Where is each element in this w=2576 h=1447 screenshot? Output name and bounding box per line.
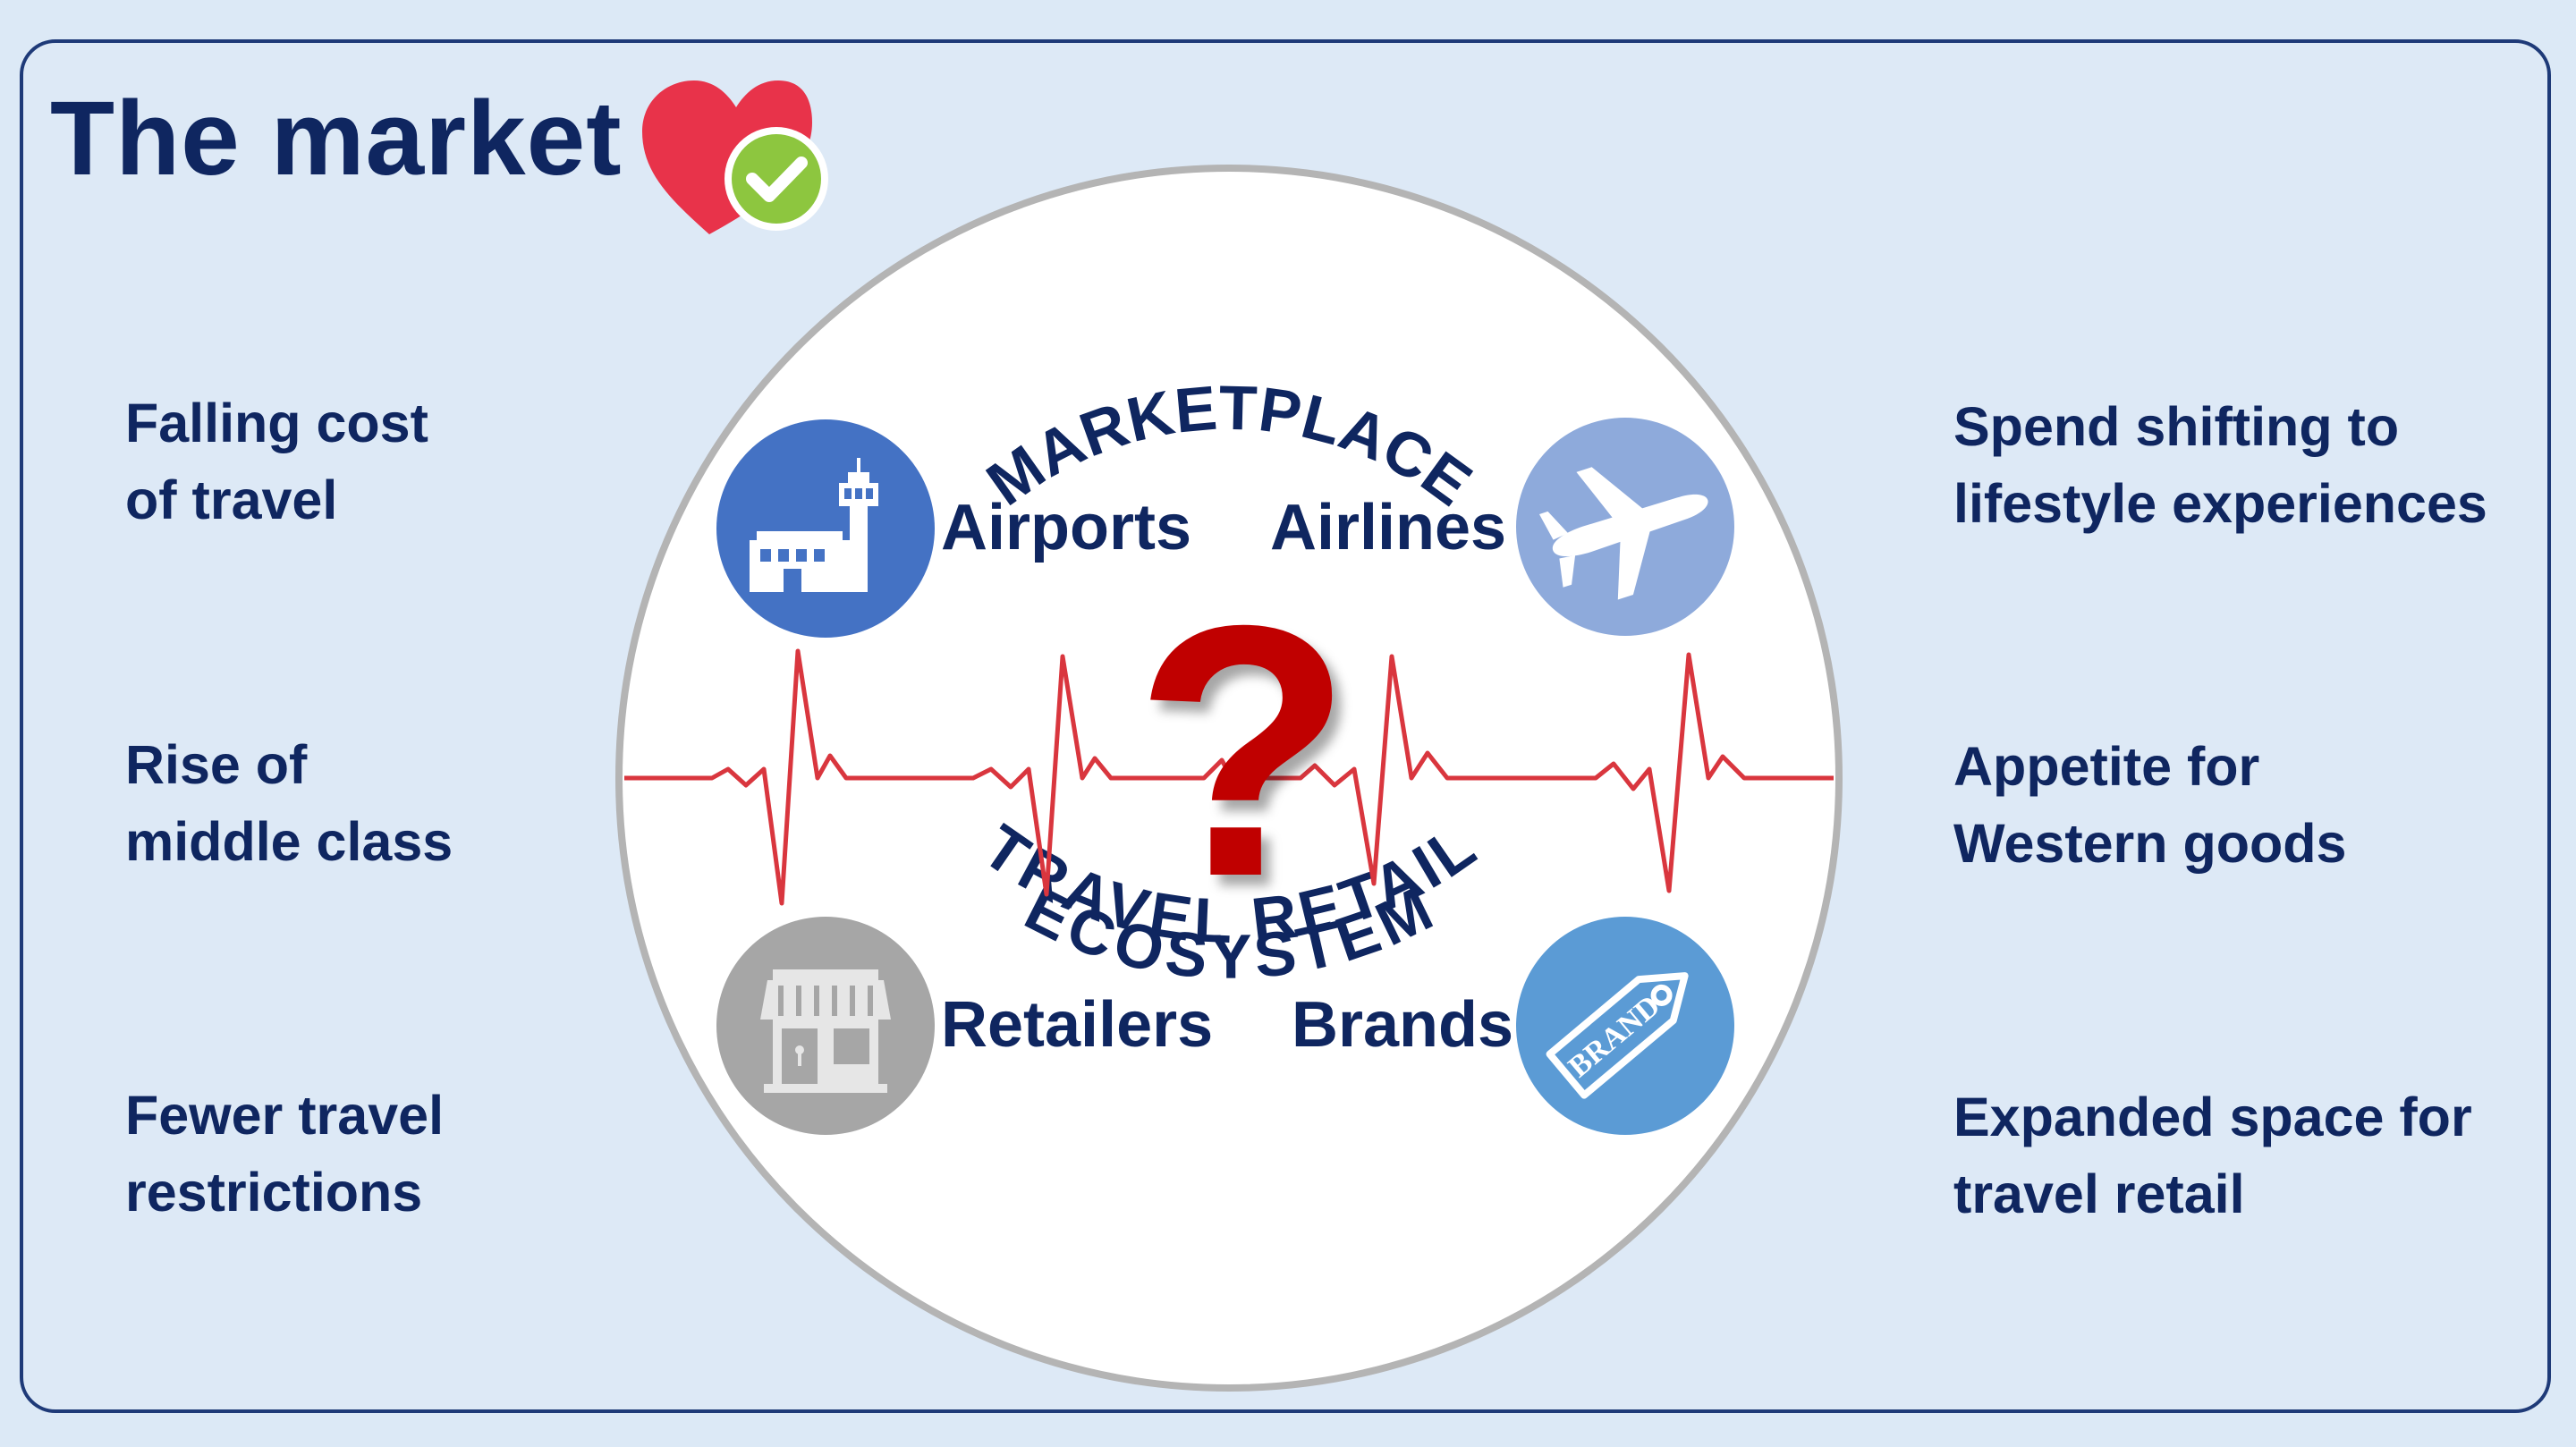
question-mark-symbol: ? — [1133, 551, 1353, 951]
arrow-left-icon — [1844, 368, 1943, 503]
airport-tower-icon — [716, 419, 935, 638]
heart-check-icon — [642, 80, 828, 234]
arrow-left-icon — [1844, 1093, 1943, 1227]
retailers-label: Retailers — [941, 989, 1214, 1061]
airplane-icon — [1516, 418, 1734, 636]
airlines-label: Airlines — [1270, 492, 1507, 563]
airports-label: Airports — [941, 492, 1192, 563]
arrow-right-icon — [512, 368, 610, 503]
arrow-left-icon — [1844, 735, 1943, 869]
brand-tag-icon: BRAND — [1516, 917, 1734, 1135]
arrow-right-icon — [512, 1093, 610, 1227]
brands-label: Brands — [1292, 989, 1514, 1061]
storefront-icon — [716, 917, 935, 1135]
arrow-right-icon — [512, 735, 610, 869]
page-title: The market — [50, 80, 623, 198]
heartbeat-line — [624, 648, 1834, 906]
